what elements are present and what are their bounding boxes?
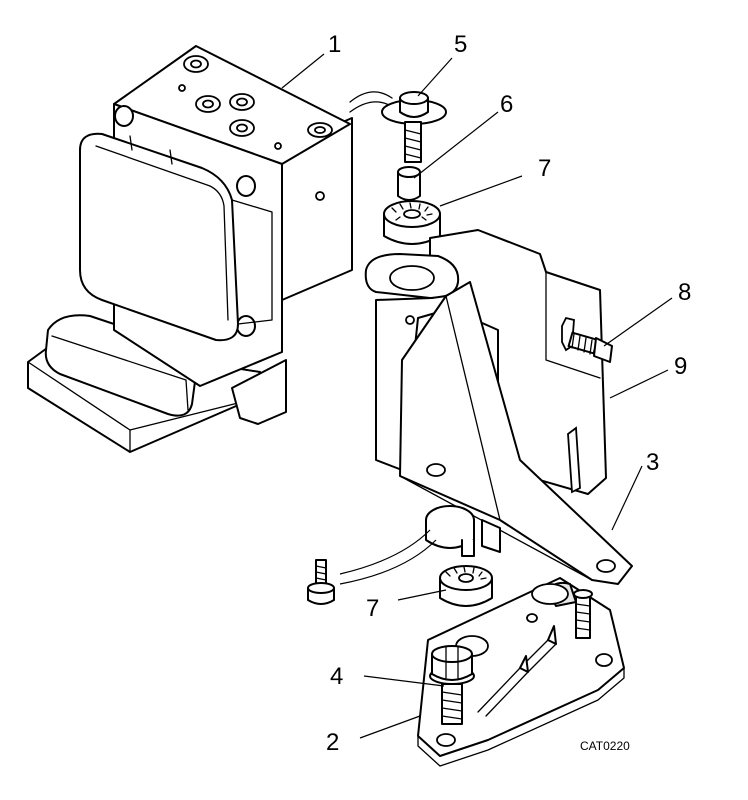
- mounting-bracket-9: [364, 229, 633, 585]
- leader-lines: [281, 53, 673, 739]
- callout-3: 3: [646, 449, 659, 476]
- spacer-sleeve-6: [397, 166, 421, 201]
- callout-5: 5: [454, 31, 467, 58]
- abs-modulator-unit: [27, 45, 395, 453]
- flanged-bolt-5: [381, 91, 447, 163]
- bolt-8: [567, 331, 613, 363]
- callout-1: 1: [328, 31, 341, 58]
- callout-4: 4: [330, 663, 343, 690]
- grommet-7-lower: [439, 565, 493, 607]
- flanged-bolt-4: [429, 645, 475, 725]
- callout-7-upper: 7: [538, 155, 551, 182]
- figure-code: CAT0220: [580, 739, 630, 753]
- callout-9: 9: [674, 353, 687, 380]
- callout-labels: 1 5 6 7 8 9 3 7 4 2 CAT0220: [326, 31, 691, 756]
- callout-2: 2: [326, 729, 339, 756]
- grommet-7-upper: [383, 200, 441, 245]
- lower-spacer-grommet: [425, 505, 475, 557]
- small-screw: [307, 559, 335, 605]
- callout-6: 6: [500, 91, 513, 118]
- callout-7-lower: 7: [366, 595, 379, 622]
- callout-8: 8: [678, 279, 691, 306]
